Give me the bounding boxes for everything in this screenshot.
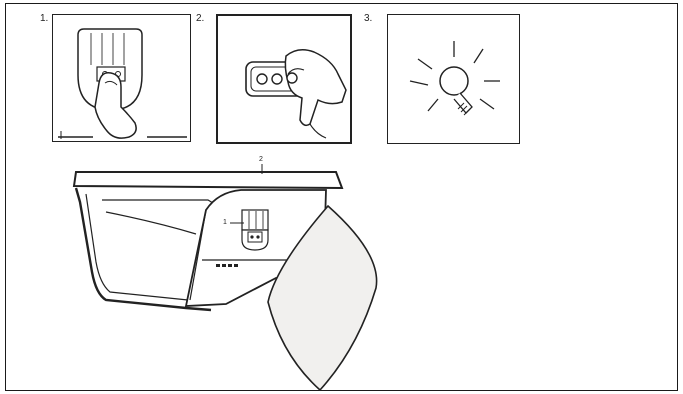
- step-1-number: 1.: [40, 13, 49, 24]
- step-2-panel: [216, 14, 352, 144]
- remote-control-press-icon: [245, 49, 347, 139]
- step-1-panel: [52, 14, 191, 142]
- finger-press-learn-button-icon: [58, 28, 187, 139]
- light-bulb-flash-icon: [409, 41, 500, 116]
- step-2-number: 2.: [196, 13, 205, 24]
- instruction-frame: 1. 2.: [5, 3, 678, 392]
- garage-door-opener-diagram: [72, 164, 378, 392]
- callout-1-label: 1: [223, 219, 227, 226]
- callout-2-label: 2: [259, 156, 263, 163]
- step-3-panel: [387, 14, 520, 144]
- step-3-number: 3.: [364, 13, 373, 24]
